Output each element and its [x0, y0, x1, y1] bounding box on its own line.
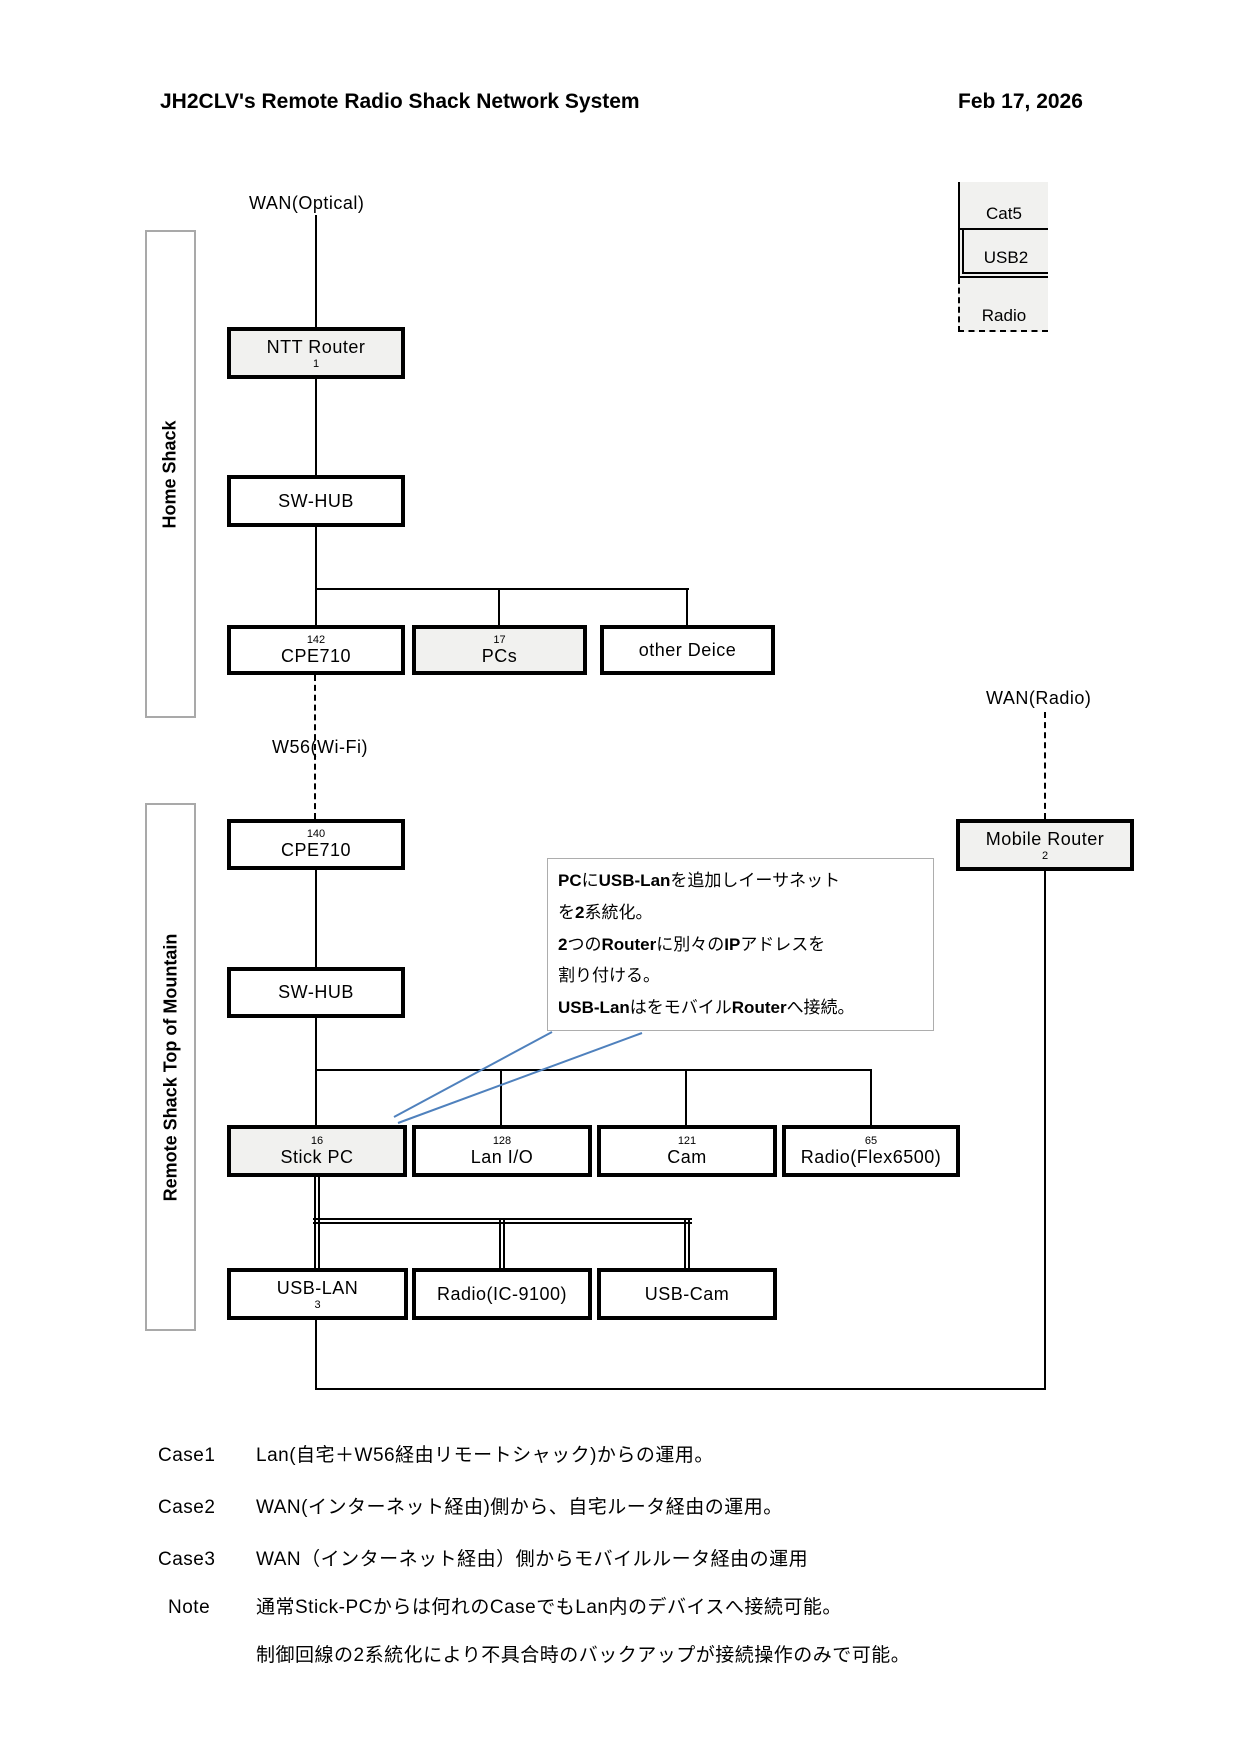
note-label: Note	[168, 1597, 211, 1618]
node-label: CPE710	[280, 840, 352, 860]
node-label: Stick PC	[280, 1146, 354, 1167]
node-number: 3	[314, 1298, 321, 1311]
connector-cpe710-swhub2	[315, 870, 317, 967]
note-case1: Case1 Lan(自宅＋W56経由リモートシャック)からの運用。	[158, 1440, 714, 1467]
connector-wan-ntt	[315, 215, 317, 327]
connector-mobile-down	[1044, 871, 1046, 1390]
node-sw-hub-mountain: SW-HUB	[227, 967, 405, 1018]
note-label: Case1	[158, 1445, 216, 1466]
node-sw-hub-home: SW-HUB	[227, 475, 405, 527]
connector-usb-bus	[313, 1218, 692, 1224]
connector-drop-other	[686, 588, 688, 625]
annotation-line: 2つのRouterに別々のIPアドレスを	[558, 934, 826, 954]
section-remote-shack: Remote Shack Top of Mountain	[145, 803, 196, 1331]
note-label: Case2	[158, 1497, 216, 1518]
note-text: Lan(自宅＋W56経由リモートシャック)からの運用。	[256, 1445, 714, 1466]
node-number: 16	[310, 1134, 324, 1147]
legend-item-cat5: Cat5	[958, 182, 1048, 230]
node-cam: 121 Cam	[597, 1125, 777, 1177]
node-label: Radio(Flex6500)	[800, 1146, 942, 1167]
annotation-line: USB-LanはをモバイルRouterへ接続。	[558, 998, 855, 1018]
annotation-line: PCにUSB-Lanを追加しイーサネット	[558, 871, 841, 890]
note-case2: Case2 WAN(インターネット経由)側から、自宅ルータ経由の運用。	[158, 1492, 783, 1519]
node-radio-flex6500: 65 Radio(Flex6500)	[782, 1125, 960, 1177]
callout-line	[393, 1031, 553, 1118]
legend-label: USB2	[983, 248, 1029, 267]
connector-swhub-bus	[315, 527, 317, 588]
note-text: 通常Stick-PCからは何れのCaseでもLan内のデバイスへ接続可能。	[256, 1597, 842, 1618]
connector-w56-dashed	[314, 675, 316, 819]
connector-drop-stickpc	[315, 1069, 317, 1125]
note-label: Case3	[158, 1549, 216, 1570]
section-label: Home Shack	[160, 419, 181, 529]
connector-drop-cpe710	[315, 588, 317, 625]
connector-usblan-mobile	[315, 1388, 1046, 1390]
connector-drop-pcs	[498, 588, 500, 625]
node-lan-io: 128 Lan I/O	[412, 1125, 592, 1177]
connector-usb-drop-ic9100	[499, 1218, 505, 1268]
note-text: WAN（インターネット経由）側からモバイルルータ経由の運用	[256, 1549, 809, 1570]
node-ntt-router: NTT Router 1	[227, 327, 405, 379]
callout-line	[397, 1032, 643, 1124]
node-number: 2	[1041, 849, 1049, 862]
w56-wifi-label: W56(Wi-Fi)	[272, 737, 368, 757]
wan-radio-label: WAN(Radio)	[986, 688, 1092, 708]
note-case3: Case3 WAN（インターネット経由）側からモバイルルータ経由の運用	[158, 1544, 808, 1571]
node-number: 65	[864, 1134, 878, 1147]
connector-mountain-bus	[315, 1069, 872, 1071]
node-number: 140	[306, 828, 326, 840]
node-label: USB-LAN	[276, 1277, 359, 1298]
node-other-device: other Deice	[600, 625, 775, 675]
node-label: other Deice	[638, 639, 737, 660]
node-radio-ic9100: Radio(IC-9100)	[412, 1268, 592, 1320]
legend-item-usb2: USB2	[958, 230, 1048, 278]
node-number: 142	[306, 633, 326, 646]
node-label: PCs	[481, 645, 518, 666]
node-stick-pc: 16 Stick PC	[227, 1125, 407, 1177]
connector-home-bus	[315, 588, 689, 590]
legend-label: Cat5	[986, 204, 1022, 223]
connector-drop-lanio	[500, 1069, 502, 1125]
legend-label: Radio	[981, 306, 1027, 325]
node-number: 1	[312, 357, 320, 370]
node-mobile-router: Mobile Router 2	[956, 819, 1134, 871]
connector-ntt-swhub	[315, 379, 317, 475]
note-text: 制御回線の2系統化により不具合時のバックアップが接続操作のみで可能。	[256, 1645, 911, 1666]
note-text: WAN(インターネット経由)側から、自宅ルータ経由の運用。	[256, 1497, 783, 1518]
node-usb-cam: USB-Cam	[597, 1268, 777, 1320]
connector-swhub2-bus	[315, 1018, 317, 1069]
annotation-line: を2系統化。	[558, 902, 653, 922]
node-label: Lan I/O	[470, 1146, 534, 1167]
connector-usblan-down	[315, 1320, 317, 1390]
legend-item-radio: Radio	[958, 278, 1048, 332]
node-label: SW-HUB	[278, 490, 354, 511]
node-number: 128	[492, 1134, 512, 1147]
node-label: SW-HUB	[278, 982, 354, 1002]
node-label: USB-Cam	[644, 1283, 730, 1304]
node-label: Mobile Router	[985, 828, 1105, 849]
connector-drop-cam	[685, 1069, 687, 1125]
node-label: CPE710	[280, 645, 352, 666]
wan-optical-label: WAN(Optical)	[249, 193, 365, 213]
note-note: Note 通常Stick-PCからは何れのCaseでもLan内のデバイスへ接続可能…	[168, 1592, 842, 1619]
section-home-shack: Home Shack	[145, 230, 196, 718]
node-cpe710-home: 142 CPE710	[227, 625, 405, 675]
node-label: Radio(IC-9100)	[436, 1283, 568, 1304]
connector-wanradio-dashed	[1044, 712, 1046, 819]
annotation-box: PCにUSB-Lanを追加しイーサネット を2系統化。 2つのRouterに別々…	[547, 858, 934, 1031]
node-number: 17	[493, 633, 506, 646]
note-note2: 制御回線の2系統化により不具合時のバックアップが接続操作のみで可能。	[158, 1640, 910, 1667]
node-pcs: 17 PCs	[412, 625, 587, 675]
node-usb-lan: USB-LAN 3	[227, 1268, 408, 1320]
connector-drop-flex6500	[870, 1069, 872, 1125]
connector-usb-drop-usbcam	[684, 1218, 690, 1268]
node-label: NTT Router	[266, 336, 366, 357]
node-number: 121	[677, 1134, 697, 1147]
page-title: JH2CLV's Remote Radio Shack Network Syst…	[160, 90, 640, 113]
node-label: Cam	[667, 1146, 707, 1167]
section-label: Remote Shack Top of Mountain	[160, 933, 181, 1201]
annotation-line: 割り付ける。	[558, 966, 660, 986]
node-cpe710-mountain: 140 CPE710	[227, 819, 405, 870]
page-date: Feb 17, 2026	[958, 90, 1083, 113]
